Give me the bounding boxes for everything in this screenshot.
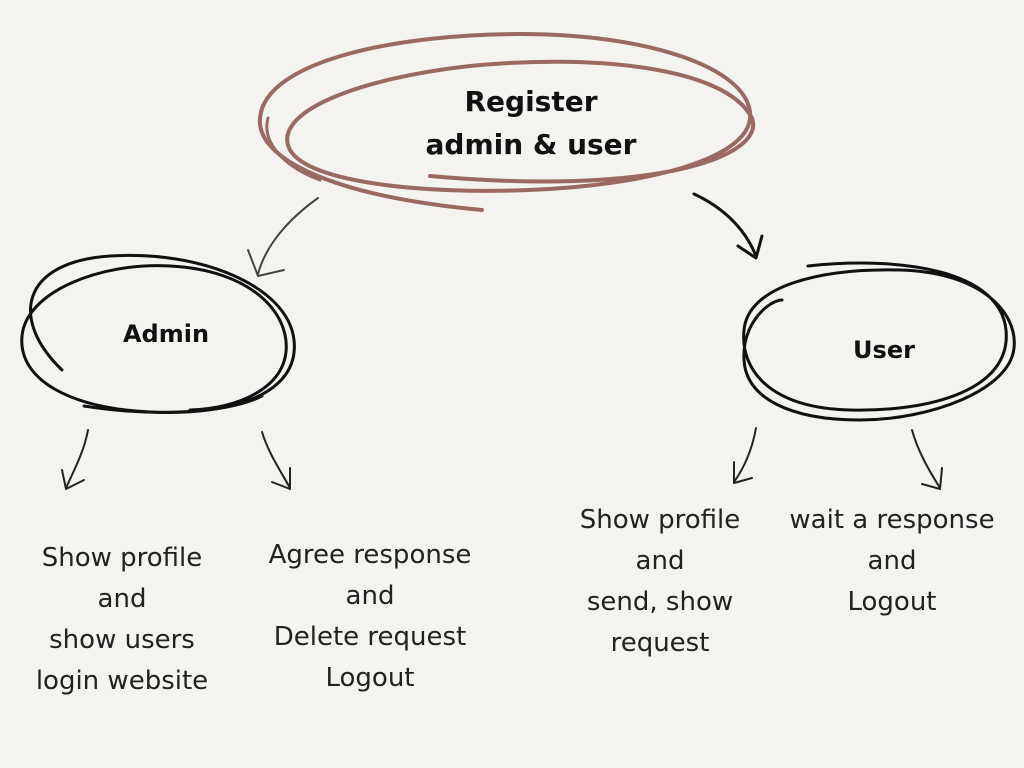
root-label-line-1: Register xyxy=(464,85,598,118)
admin-right-note: Agree response and Delete request Logout xyxy=(252,535,488,699)
arrow-user-to-left-note-head xyxy=(733,461,753,484)
arrow-admin-to-left-note-head xyxy=(61,469,85,490)
root-ring-stroke-1 xyxy=(257,31,756,212)
arrow-root-to-admin xyxy=(257,197,319,275)
arrow-root-to-admin-head xyxy=(247,249,285,277)
admin-ring-stroke-2 xyxy=(82,394,264,414)
admin-left-note: Show profile and show users login websit… xyxy=(16,538,228,702)
admin-right-note-line: Delete request xyxy=(273,622,467,652)
arrow-admin-to-left-note xyxy=(65,429,89,489)
arrow-user-to-left-note xyxy=(733,427,757,483)
arrow-root-to-user xyxy=(692,192,758,258)
user-ring-stroke-1 xyxy=(742,261,1016,422)
user-right-note-line: Logout xyxy=(847,587,937,617)
root-label-line-2: admin & user xyxy=(425,128,637,161)
admin-right-note-line: Logout xyxy=(325,663,415,693)
root-node-ring xyxy=(257,31,756,212)
admin-left-note-line: Show profile xyxy=(41,543,203,573)
admin-right-note-line: and xyxy=(345,581,395,611)
arrow-user-to-right-note-head xyxy=(921,467,943,490)
user-left-note-line: and xyxy=(635,546,685,576)
arrows xyxy=(61,192,943,490)
user-right-note-line: wait a response xyxy=(789,505,995,535)
user-left-note: Show profile and send, show request xyxy=(564,500,756,664)
user-left-note-line: Show profile xyxy=(579,505,741,535)
admin-left-note-line: login website xyxy=(35,666,209,696)
arrow-admin-to-right-note-head xyxy=(271,467,291,490)
admin-ring-stroke-1 xyxy=(20,253,296,414)
arrow-root-to-user-head xyxy=(736,234,764,260)
admin-node-label: Admin xyxy=(122,320,210,348)
arrow-admin-to-right-note xyxy=(261,431,291,489)
user-right-note: wait a response and Logout xyxy=(776,500,1008,623)
user-right-note-line: and xyxy=(867,546,917,576)
admin-left-note-line: and xyxy=(97,584,147,614)
user-node-label: User xyxy=(853,336,915,364)
root-node-label: Register admin & user xyxy=(381,80,681,166)
admin-right-note-line: Agree response xyxy=(268,540,472,570)
user-left-note-line: request xyxy=(610,628,710,658)
admin-left-note-line: show users xyxy=(49,625,195,655)
arrow-user-to-right-note xyxy=(911,429,941,489)
user-node-ring xyxy=(742,261,1016,422)
root-ring-stroke-2 xyxy=(265,116,322,182)
admin-node-ring xyxy=(20,253,296,414)
user-left-note-line: send, show xyxy=(586,587,734,617)
